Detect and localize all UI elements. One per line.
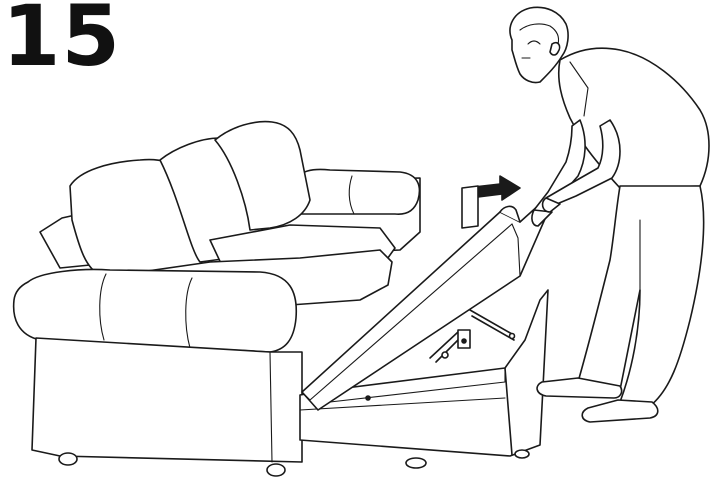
person-trousers — [578, 186, 704, 406]
bed-wheel-right — [515, 450, 529, 458]
sofa-leg-front-left — [59, 453, 77, 465]
sofa-leg-front-right — [267, 464, 285, 476]
sofa-front-armrest — [14, 270, 302, 477]
person-shoe-front — [582, 400, 658, 422]
sofa-back-armrest — [300, 169, 419, 214]
bed-wheel-front — [406, 458, 426, 468]
